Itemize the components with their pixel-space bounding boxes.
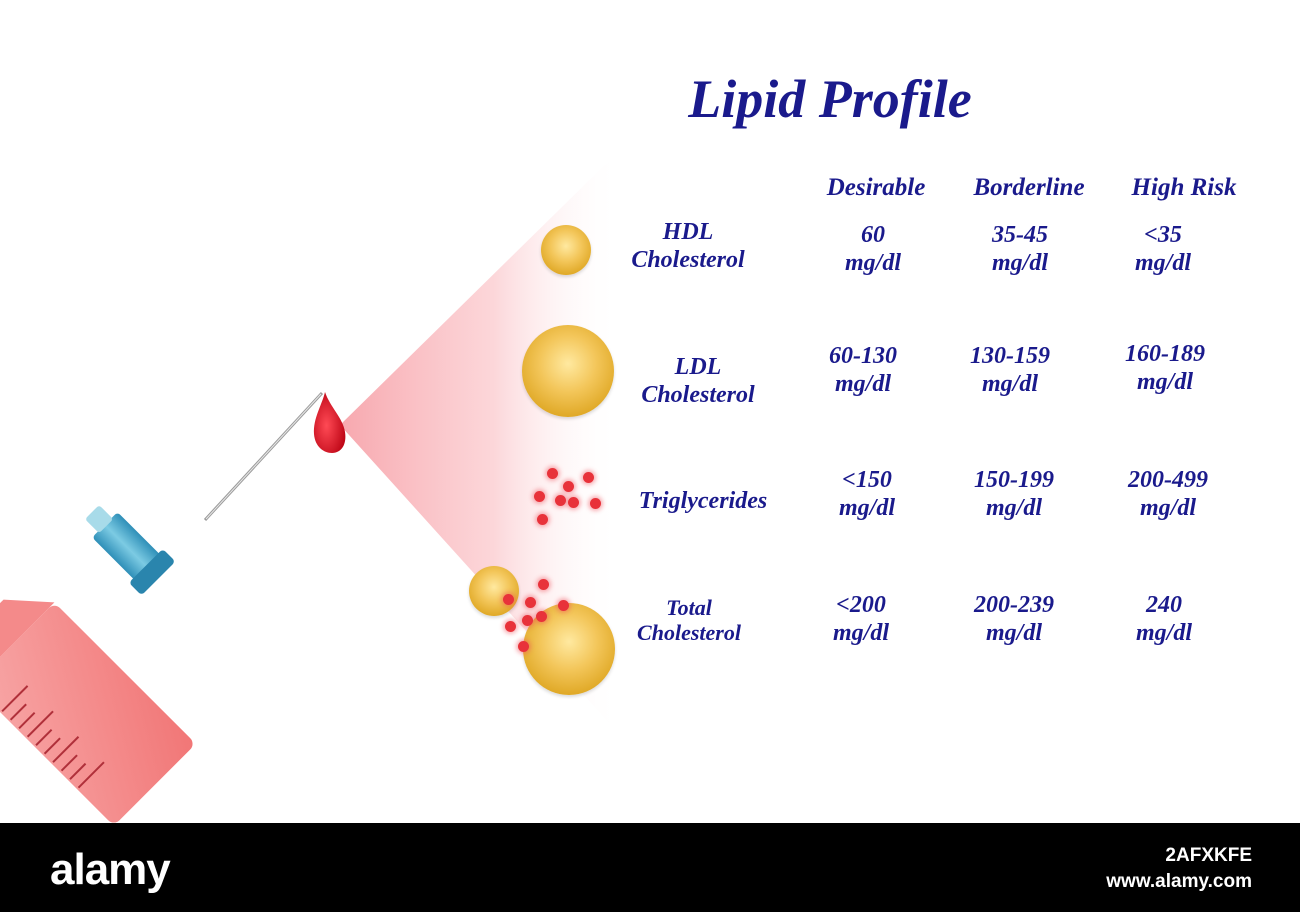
cell-unit: mg/dl xyxy=(832,619,889,646)
row-label-ldl: LDL Cholesterol xyxy=(603,354,793,409)
cell-triglycerides-borderline: 150-199 mg/dl xyxy=(939,467,1089,522)
cell-unit: mg/dl xyxy=(838,494,895,521)
alamy-logo: alamy xyxy=(50,845,171,894)
cell-unit: mg/dl xyxy=(1135,619,1192,646)
cell-ldl-high-risk: 160-189 mg/dl xyxy=(1090,341,1240,396)
cell-unit: mg/dl xyxy=(985,619,1042,646)
row-label-line1: HDL xyxy=(662,219,714,245)
cell-value: 60 xyxy=(861,222,885,248)
cell-value: 240 xyxy=(1146,592,1182,618)
cell-total-desirable: <200 mg/dl xyxy=(786,592,936,647)
row-label-line2: Cholesterol xyxy=(631,246,745,273)
cell-hdl-high-risk: <35 mg/dl xyxy=(1088,222,1238,277)
cell-ldl-borderline: 130-159 mg/dl xyxy=(935,343,1085,398)
row-label-line1: Total xyxy=(666,595,712,620)
cell-unit: mg/dl xyxy=(991,249,1048,276)
row-label-total-cholesterol: Total Cholesterol xyxy=(594,595,784,646)
cell-value: 200-239 xyxy=(974,592,1054,618)
magnify-beam xyxy=(0,150,620,823)
cell-unit: mg/dl xyxy=(834,370,891,397)
ldl-particle-icon xyxy=(522,325,614,417)
blood-drop-icon xyxy=(313,392,346,453)
cell-triglycerides-desirable: <150 mg/dl xyxy=(792,467,942,522)
cell-value: 150-199 xyxy=(974,467,1054,493)
cell-hdl-borderline: 35-45 mg/dl xyxy=(945,222,1095,277)
cell-ldl-desirable: 60-130 mg/dl xyxy=(788,343,938,398)
cell-hdl-desirable: 60 mg/dl xyxy=(798,222,948,277)
cell-value: <150 xyxy=(842,467,892,493)
image-id: 2AFXKFE xyxy=(1165,845,1252,866)
row-label-hdl: HDL Cholesterol xyxy=(593,219,783,274)
cell-value: <200 xyxy=(836,592,886,618)
syringe-icon xyxy=(0,391,324,823)
column-header-borderline: Borderline xyxy=(973,174,1085,201)
cell-total-high-risk: 240 mg/dl xyxy=(1089,592,1239,647)
row-label-line2: Cholesterol xyxy=(641,381,755,408)
cell-unit: mg/dl xyxy=(1136,368,1193,395)
cell-triglycerides-high-risk: 200-499 mg/dl xyxy=(1093,467,1243,522)
row-label-line1: Triglycerides xyxy=(638,488,768,514)
cell-unit: mg/dl xyxy=(981,370,1038,397)
cell-value: <35 xyxy=(1144,222,1182,248)
column-header-high-risk: High Risk xyxy=(1131,174,1237,201)
column-header-desirable: Desirable xyxy=(826,174,926,201)
row-label-triglycerides: Triglycerides xyxy=(608,488,798,516)
diagram-canvas: Lipid Profile Desirable Borderline High … xyxy=(0,69,1243,823)
cell-value: 200-499 xyxy=(1128,467,1208,493)
cell-total-borderline: 200-239 mg/dl xyxy=(939,592,1089,647)
cell-value: 160-189 xyxy=(1125,341,1205,367)
cell-unit: mg/dl xyxy=(985,494,1042,521)
cell-unit: mg/dl xyxy=(844,249,901,276)
cell-unit: mg/dl xyxy=(1134,249,1191,276)
cell-value: 130-159 xyxy=(970,343,1050,369)
site-url: www.alamy.com xyxy=(1106,871,1252,892)
cell-value: 60-130 xyxy=(829,343,897,369)
row-label-line2: Cholesterol xyxy=(637,620,741,646)
stock-footer-bar: alamy 2AFXKFE www.alamy.com xyxy=(0,823,1300,912)
hdl-particle-icon xyxy=(541,225,591,275)
cell-unit: mg/dl xyxy=(1139,494,1196,521)
row-label-line1: LDL xyxy=(674,354,722,380)
cell-value: 35-45 xyxy=(992,222,1048,248)
page-title: Lipid Profile xyxy=(688,69,972,129)
